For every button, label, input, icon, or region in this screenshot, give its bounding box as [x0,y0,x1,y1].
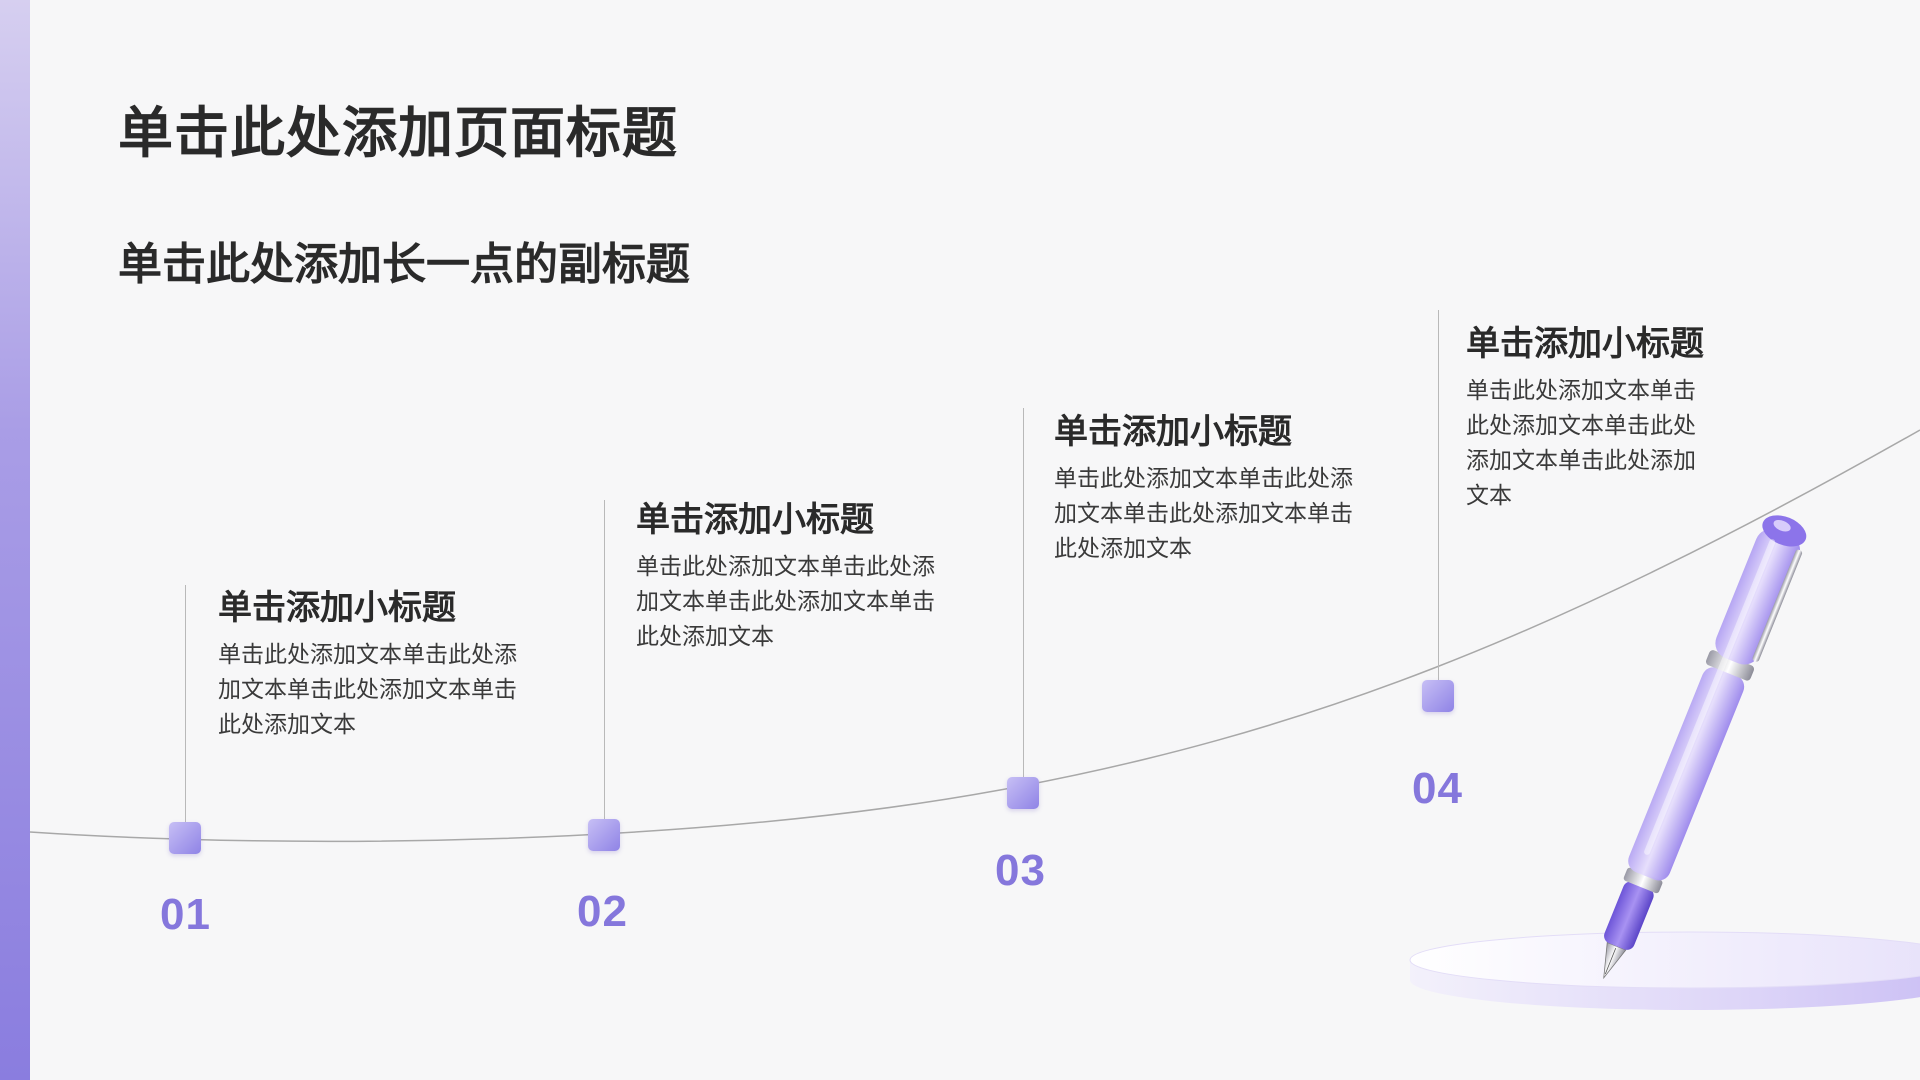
step-4-number: 04 [1412,764,1463,813]
step-2-text[interactable]: 单击此处添加文本单击此处添加文本单击此处添加文本单击此处添加文本 [636,554,935,650]
fountain-pen-icon [1380,440,1920,1080]
step-1-node [169,822,201,854]
step-2-node [588,819,620,851]
step-4-text[interactable]: 单击此处添加文本单击此处添加文本单击此处添加文本单击此处添加文本 [1466,378,1696,509]
page-subtitle[interactable]: 单击此处添加长一点的副标题 [118,239,690,290]
step-2-connector [604,500,605,835]
step-1-connector [185,585,186,838]
step-1-number: 01 [160,890,211,939]
step-4-title[interactable]: 单击添加小标题 [1466,324,1704,364]
step-4-node [1422,680,1454,712]
step-2-title[interactable]: 单击添加小标题 [636,500,874,540]
step-4-connector [1438,310,1439,695]
step-2-number: 02 [577,887,628,936]
step-3-connector [1023,408,1024,793]
step-3-text[interactable]: 单击此处添加文本单击此处添加文本单击此处添加文本单击此处添加文本 [1054,466,1353,562]
step-1-text[interactable]: 单击此处添加文本单击此处添加文本单击此处添加文本单击此处添加文本 [218,642,517,738]
step-3-title[interactable]: 单击添加小标题 [1054,412,1292,452]
step-3-number: 03 [995,846,1046,895]
accent-side-bar [0,0,30,1080]
step-1-title[interactable]: 单击添加小标题 [218,588,456,628]
step-3-node [1007,777,1039,809]
page-title[interactable]: 单击此处添加页面标题 [118,101,679,165]
